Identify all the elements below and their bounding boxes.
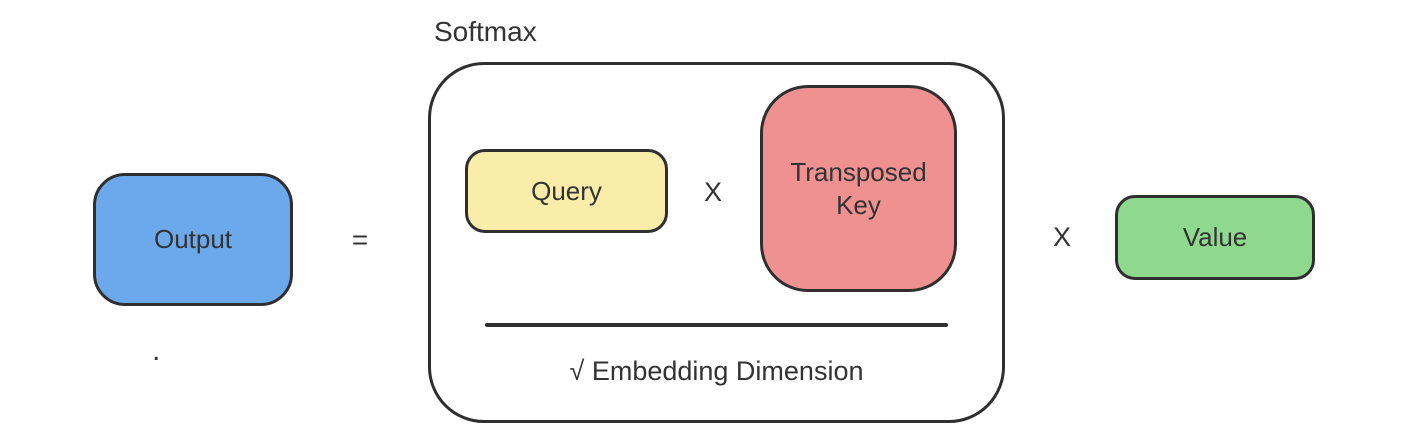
transposed-key-node: Transposed Key — [760, 85, 957, 292]
value-label: Value — [1182, 222, 1248, 252]
softmax-container — [428, 62, 1005, 423]
transposed-key-label: Transposed Key — [790, 156, 927, 220]
output-node: Output — [93, 173, 293, 306]
denominator-label: √ Embedding Dimension — [569, 356, 864, 386]
multiply-sign-outer: X — [1052, 221, 1071, 252]
stray-dot: . — [152, 334, 161, 367]
fraction-divider-line — [485, 323, 948, 327]
query-label: Query — [531, 175, 602, 206]
value-node: Value — [1115, 195, 1315, 280]
output-label: Output — [153, 224, 233, 254]
multiply-sign-inner: X — [703, 176, 722, 207]
softmax-label: Softmax — [434, 16, 537, 47]
equals-sign: = — [351, 224, 369, 255]
query-node: Query — [465, 149, 668, 233]
